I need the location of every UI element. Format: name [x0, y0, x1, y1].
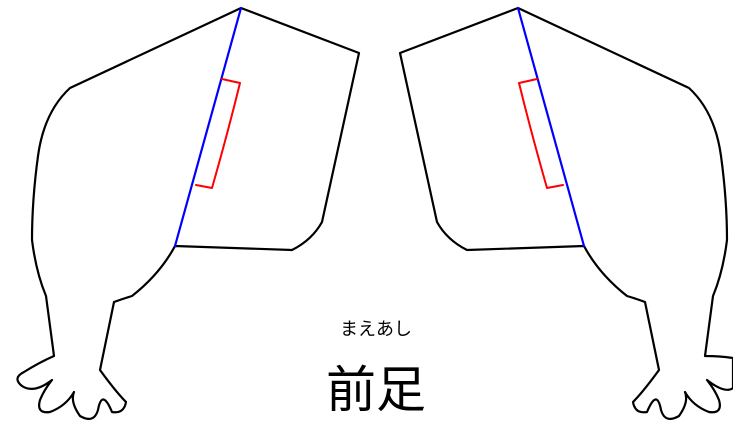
right-leg-fold-line: [516, 6, 586, 248]
left-leg-outline: [16, 6, 361, 421]
left-leg-fold-line: [173, 6, 243, 248]
left-front-leg-piece: [16, 6, 361, 421]
pattern-ruby-label: まえあし: [340, 319, 412, 340]
left-leg-pocket-mark: [195, 78, 241, 189]
pattern-title-label: 前足: [326, 361, 426, 419]
right-leg-outline: [398, 6, 733, 421]
right-leg-pocket-mark: [518, 78, 564, 189]
right-front-leg-piece: [398, 6, 733, 421]
